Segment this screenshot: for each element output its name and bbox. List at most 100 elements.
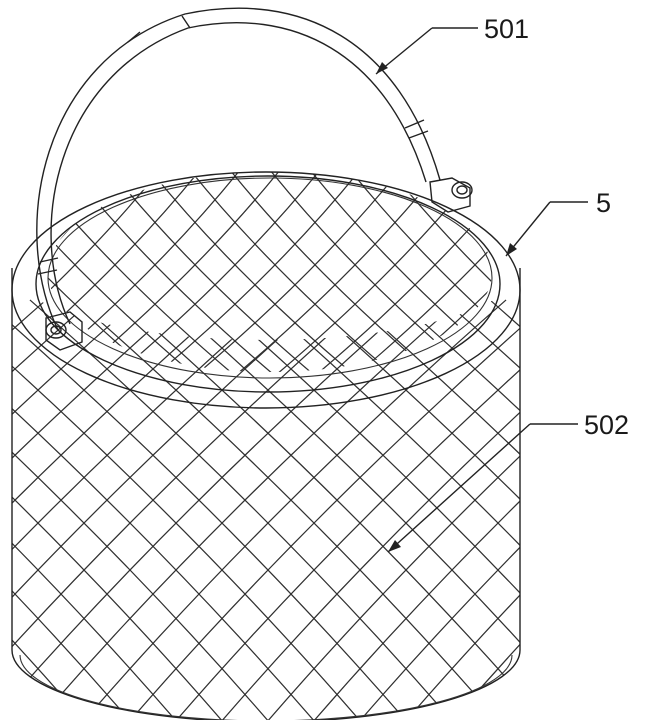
mesh-strand (305, 299, 520, 720)
mesh-strand (12, 299, 47, 720)
mesh-strand (305, 299, 520, 720)
mesh-strand-fill (29, 299, 461, 720)
mesh-strand-fill (12, 299, 415, 720)
mesh-strand-fill (48, 172, 121, 372)
mesh-strand-fill (0, 170, 40, 380)
mesh-strand-fill (213, 299, 520, 720)
mesh-strand (48, 172, 121, 372)
mesh-strand (443, 299, 520, 720)
mesh-strand-fill (630, 170, 648, 380)
mesh-strand (269, 172, 481, 372)
mesh-strand-fill (269, 172, 481, 372)
leader-lines (375, 27, 588, 553)
mesh-strand-fill (309, 172, 492, 372)
mesh-strand-fill (305, 299, 520, 720)
mesh-strand (309, 172, 492, 372)
mesh-strand (12, 299, 231, 720)
label-handle: 501 (484, 14, 529, 44)
mesh-strand-fill (48, 172, 241, 372)
mesh-strand-fill (229, 172, 441, 372)
mesh-strand-fill (189, 172, 401, 372)
mesh-strand-fill (48, 172, 201, 372)
mesh-strand-fill (351, 299, 520, 720)
mesh-strand-fill (630, 170, 648, 380)
mesh-strand (229, 172, 441, 372)
mesh-strand (630, 170, 648, 380)
mesh-strand-fill (12, 299, 277, 720)
mesh-strand (12, 299, 415, 720)
mesh-strand-fill (109, 172, 321, 372)
mesh-strand-fill (167, 299, 520, 720)
mesh-strand (48, 172, 201, 372)
mesh-strand (149, 172, 361, 372)
mesh-strand (628, 300, 648, 720)
basket-body-outline (11, 268, 521, 720)
mesh-strand-fill (536, 300, 648, 720)
mesh-strand-fill (48, 172, 161, 372)
mesh-strand-fill (0, 170, 40, 380)
label-basket: 5 (596, 188, 611, 218)
mesh-strand-fill (213, 299, 520, 720)
mesh-strand-fill (259, 299, 520, 720)
mesh-strand-fill (149, 172, 361, 372)
mesh-strand-fill (48, 172, 201, 372)
mesh-strand-fill (582, 300, 648, 720)
mesh-strand-fill (389, 172, 492, 372)
mesh-strand-fill (121, 299, 520, 720)
mesh-strand (351, 299, 520, 720)
mesh-strand (628, 300, 648, 720)
mesh-strand-fill (12, 299, 185, 720)
mesh-strand (48, 172, 121, 372)
mesh-strand-fill (48, 172, 121, 372)
mesh-strand-fill (12, 299, 323, 720)
mesh-strand-fill (189, 172, 401, 372)
mesh-strand (443, 299, 520, 720)
mesh-strand-fill (12, 299, 277, 720)
mesh-strand-fill (397, 299, 520, 720)
mesh-strand (12, 299, 231, 720)
mesh-strand (109, 172, 321, 372)
mesh-strand-fill (29, 299, 461, 720)
mesh-strand-fill (48, 172, 241, 372)
mesh-strand-fill (12, 299, 93, 720)
mesh-strand (149, 172, 361, 372)
mesh-strand-fill (12, 299, 323, 720)
mesh-strand-fill (628, 300, 648, 720)
mesh-strand (536, 300, 648, 720)
mesh-strand (259, 299, 520, 720)
mesh-strand-fill (443, 299, 520, 720)
mesh-strand-fill (12, 299, 93, 720)
basket-handle (36, 7, 441, 331)
mesh-strand (536, 300, 648, 720)
mesh-strand-fill (582, 300, 648, 720)
right-hinge (429, 177, 473, 213)
mesh-strand-fill (229, 172, 441, 372)
mesh-strand (269, 172, 481, 372)
mesh-strand-fill (12, 299, 231, 720)
mesh-strand-fill (259, 299, 520, 720)
mesh-strand (309, 172, 492, 372)
mesh-strand-fill (12, 299, 369, 720)
mesh-strand-fill (305, 299, 520, 720)
mesh-strand-fill (349, 172, 492, 372)
mesh-strand (630, 170, 648, 380)
basket-top-rim (11, 171, 521, 409)
mesh-strand-fill (75, 299, 507, 720)
left-hinge (45, 311, 83, 351)
mesh-strand (48, 172, 241, 372)
mesh-strand-fill (12, 299, 139, 720)
mesh-strand (12, 299, 47, 720)
mesh-strand-fill (269, 172, 481, 372)
mesh-strand-fill (349, 172, 492, 372)
mesh-strand (582, 300, 648, 720)
mesh-strand (229, 172, 441, 372)
mesh-strand-fill (397, 299, 520, 720)
label-mesh: 502 (584, 410, 629, 440)
mesh-strand (0, 170, 40, 380)
mesh-strand-fill (12, 299, 47, 720)
mesh-strand-fill (12, 299, 139, 720)
mesh-strand-fill (12, 299, 369, 720)
basket-body-mesh (12, 299, 648, 720)
mesh-strand-fill (309, 172, 492, 372)
